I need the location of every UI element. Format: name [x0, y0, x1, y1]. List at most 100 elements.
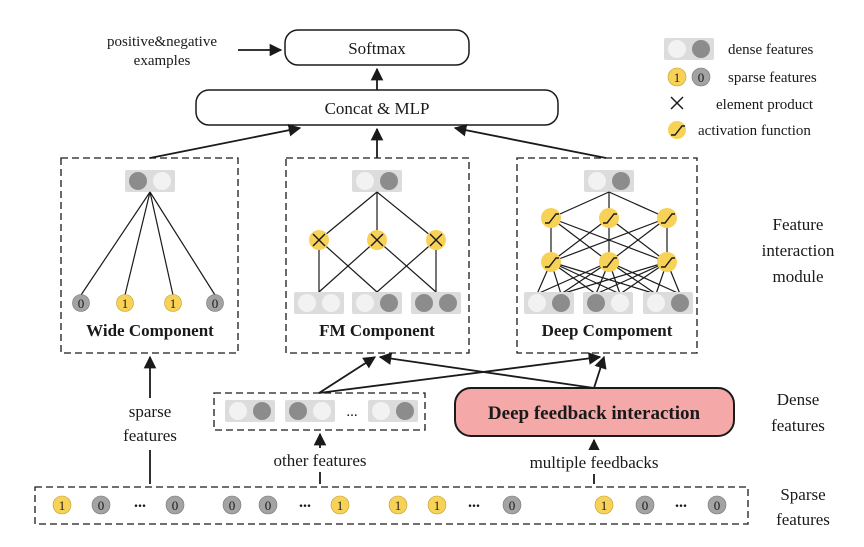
sparse-zero-cell: 0	[91, 495, 111, 515]
svg-text:interaction: interaction	[762, 241, 835, 260]
legend-activation-item: activation function	[668, 121, 811, 139]
sparse-one-cell: 1	[594, 495, 614, 515]
svg-text:0: 0	[509, 498, 516, 513]
wide-input-2: 1	[170, 296, 177, 311]
svg-text:1: 1	[434, 498, 441, 513]
sparse-zero-cell: 0	[502, 495, 522, 515]
sparse-features-label: Sparse features	[776, 485, 830, 529]
deep-component-label: Deep Compoment	[542, 321, 673, 340]
element-product-icon	[309, 230, 329, 250]
sparse-zero-cell: 0	[707, 495, 727, 515]
dense-features-row: ...	[213, 392, 426, 431]
wide-input-1: 1	[122, 296, 129, 311]
wide-component-label: Wide Component	[86, 321, 214, 340]
examples-label-line1: positive&negative	[107, 34, 217, 50]
svg-text:0: 0	[714, 498, 721, 513]
concat-mlp-label: Concat & MLP	[325, 99, 430, 118]
svg-text:0: 0	[642, 498, 649, 513]
legend-activation-label: activation function	[698, 123, 811, 139]
softmax-label: Softmax	[348, 39, 406, 58]
svg-text:0: 0	[265, 498, 272, 513]
fm-component-label: FM Component	[319, 321, 435, 340]
activation-function-icon	[657, 252, 677, 272]
svg-text:module: module	[773, 267, 824, 286]
feature-interaction-label: Feature interaction module	[762, 215, 835, 286]
svg-text:...: ...	[299, 494, 311, 511]
deep-output-pair	[584, 170, 634, 192]
fm-component: FM Component	[285, 157, 470, 354]
fm-output-pair	[352, 170, 402, 192]
sparse-ellipsis: ...	[299, 494, 311, 511]
deep-connections	[536, 191, 681, 295]
activation-function-icon	[541, 252, 561, 272]
element-product-icon	[426, 230, 446, 250]
wide-sparse-inputs: 0 1 1 0	[72, 294, 224, 312]
deep-activation-nodes	[541, 208, 677, 272]
feedback-label: Deep feedback interaction	[488, 403, 701, 424]
activation-function-icon	[668, 121, 686, 139]
svg-text:1: 1	[601, 498, 608, 513]
sparse-one-cell: 1	[427, 495, 447, 515]
svg-text:Dense: Dense	[777, 390, 819, 409]
sparse-one-cell: 1	[388, 495, 408, 515]
legend-dense-item: dense features	[664, 38, 814, 60]
sparse-zero-cell: 0	[635, 495, 655, 515]
feedback-to-fm-arrow	[378, 352, 595, 389]
element-product-icon	[670, 96, 684, 110]
activation-function-icon	[599, 208, 619, 228]
sparse-zero-cell: 0	[165, 495, 185, 515]
fm-product-nodes	[309, 230, 446, 250]
activation-function-icon	[657, 208, 677, 228]
sparse-one-cell: 1	[52, 495, 72, 515]
softmax-node: Softmax	[284, 29, 470, 66]
element-product-icon	[367, 230, 387, 250]
fm-input-pairs	[294, 292, 461, 314]
legend-dense-label: dense features	[728, 42, 814, 58]
examples-label-line2: examples	[134, 53, 191, 69]
dense-to-deep-arrow	[318, 352, 602, 394]
legend-sparse-item: 1 0 sparse features	[667, 67, 817, 87]
svg-text:features: features	[776, 510, 830, 529]
sparse-one-cell: 1	[330, 495, 350, 515]
feedback-to-deep-arrow	[593, 355, 607, 389]
deep-component: Deep Compoment	[516, 157, 698, 354]
legend-product-label: element product	[716, 97, 814, 113]
svg-text:1: 1	[395, 498, 402, 513]
sparse-ellipsis: ...	[675, 494, 687, 511]
sparse-flow-label-bg	[106, 398, 194, 450]
deep-feedback-interaction-node: Deep feedback interaction	[454, 387, 735, 437]
legend-product-item: element product	[670, 96, 814, 113]
svg-text:0: 0	[229, 498, 236, 513]
activation-function-icon	[541, 208, 561, 228]
activation-function-icon	[599, 252, 619, 272]
dense-row-ellipsis: ...	[346, 404, 357, 420]
svg-text:1: 1	[59, 498, 66, 513]
dense-to-fm-arrow	[318, 356, 377, 394]
wide-input-0: 0	[78, 296, 85, 311]
svg-text:0: 0	[172, 498, 179, 513]
svg-text:Feature: Feature	[773, 215, 824, 234]
legend-sparse-label: sparse features	[728, 70, 817, 86]
wide-to-concat-arrow	[149, 124, 302, 159]
svg-text:Sparse: Sparse	[780, 485, 825, 504]
dense-features-label: Dense features	[771, 390, 825, 435]
sparse-features-row: 1 0... 0 0 0... 1 1 1... 0 1 0... 0	[34, 486, 749, 525]
svg-text:...: ...	[675, 494, 687, 511]
svg-text:features: features	[771, 416, 825, 435]
sparse-flow-label-line1: sparse	[129, 402, 171, 421]
sparse-zero-cell: 0	[222, 495, 242, 515]
deep-to-concat-arrow	[453, 124, 607, 159]
legend: dense features 1 0 sparse features eleme…	[664, 38, 817, 139]
sparse-zero-cell: 0	[258, 495, 278, 515]
sparse-ellipsis: ...	[468, 494, 480, 511]
svg-text:...: ...	[468, 494, 480, 511]
legend-sparse-zero: 0	[698, 70, 705, 85]
multiple-feedbacks-label: multiple feedbacks	[530, 453, 659, 472]
sparse-flow-label-line2: features	[123, 426, 177, 445]
other-features-label: other features	[274, 451, 367, 470]
svg-text:...: ...	[134, 494, 146, 511]
wide-component: 0 1 1 0 Wide Component	[60, 157, 239, 354]
wide-dense-pair	[125, 170, 175, 192]
sparse-ellipsis: ...	[134, 494, 146, 511]
